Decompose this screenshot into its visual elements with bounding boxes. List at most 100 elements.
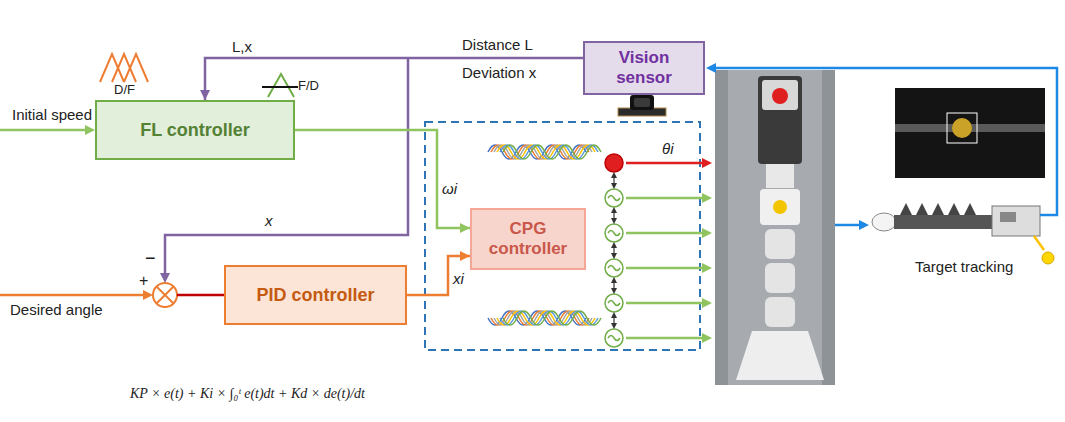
drawing-part <box>715 70 835 385</box>
drawing-part <box>765 263 795 293</box>
connector-line <box>205 58 583 100</box>
node-label: FL controller <box>140 120 250 141</box>
drawing-part <box>872 213 896 231</box>
arrowhead <box>200 90 210 100</box>
drawing-part <box>157 287 174 304</box>
drawing-part <box>702 193 712 203</box>
drawing-part <box>992 206 1040 236</box>
sign-label: − <box>145 248 156 270</box>
drawing-part <box>835 224 862 227</box>
caption-label: Target tracking <box>915 258 1013 276</box>
drawing-part <box>1042 252 1054 264</box>
df-membership-icon <box>100 54 148 82</box>
drawing-part <box>736 331 824 380</box>
drawing-part <box>157 287 174 304</box>
drawing-part <box>608 231 620 236</box>
drawing-part <box>712 68 1057 215</box>
drawing-part <box>895 88 1045 178</box>
drawing-part <box>634 98 650 107</box>
robot-photo <box>715 70 835 385</box>
drawing-part <box>608 336 620 341</box>
drawing-part <box>626 232 704 235</box>
drawing-part <box>268 74 294 97</box>
connector-line <box>407 256 470 295</box>
drawing-part <box>702 263 712 273</box>
drawing-part <box>758 76 802 164</box>
node-label: CPG controller <box>478 219 578 258</box>
drawing-part <box>894 215 994 229</box>
feedback-wire <box>160 58 408 283</box>
drawing-part <box>947 113 977 143</box>
robot-to-fish-wire <box>835 220 869 230</box>
drawing-part <box>613 315 614 326</box>
drawing-part <box>160 273 170 283</box>
sensor-box: Vision sensor <box>583 41 705 94</box>
connector <box>200 58 583 100</box>
arrowhead <box>460 251 470 261</box>
drawing-part <box>613 245 614 256</box>
initial-speed-wire <box>0 125 95 135</box>
drawing-part <box>916 203 928 215</box>
signal-label: x <box>265 212 273 230</box>
drawing-part <box>613 175 614 186</box>
signal-label: Distance L <box>462 36 533 54</box>
cpg-frame <box>425 122 700 350</box>
input-label: Desired angle <box>10 301 103 319</box>
drawing-part <box>605 294 623 312</box>
membership-label: D/F <box>114 82 135 98</box>
node-label: PID controller <box>256 285 374 306</box>
drawing-part <box>766 164 794 188</box>
formula: KP × e(t) + Ki × ∫₀ᵗ e(t)dt + Kd × de(t)… <box>130 386 365 403</box>
drawing-part <box>762 80 798 110</box>
drawing-part <box>772 88 788 104</box>
fd-membership-icon <box>262 74 298 97</box>
controller-box: PID controller <box>224 265 407 325</box>
signal-label: L,x <box>232 38 252 56</box>
drawing-part <box>706 63 716 73</box>
drawing-part <box>153 283 177 307</box>
drawing-part <box>503 311 601 325</box>
connector <box>295 130 470 233</box>
sign-label: + <box>139 271 148 290</box>
drawing-part <box>702 333 712 343</box>
camera-icon <box>618 95 666 116</box>
drawing-part <box>608 266 620 271</box>
drawing-part <box>626 197 704 200</box>
drawing-part <box>765 229 795 259</box>
error-wire <box>177 294 224 297</box>
drawing-part <box>932 203 944 215</box>
drawing-part <box>1000 212 1016 222</box>
arrowhead <box>460 223 470 233</box>
drawing-part <box>143 290 153 300</box>
drawing-part <box>613 210 614 221</box>
signal-label: xi <box>453 270 464 288</box>
drawing-part <box>702 158 712 168</box>
drawing-part <box>626 267 704 270</box>
drawing-part <box>605 329 623 347</box>
drawing-part <box>948 203 960 215</box>
drawing-part <box>100 54 124 82</box>
drawing-part <box>85 125 95 135</box>
drawing-part <box>630 95 654 110</box>
drawing-part <box>605 224 623 242</box>
drawing-part <box>165 58 408 276</box>
drawing-part <box>1034 236 1044 250</box>
drawing-part <box>760 189 800 225</box>
drawing-part <box>859 220 869 230</box>
connector-line <box>295 130 470 228</box>
sine-waves-bottom <box>488 311 601 325</box>
drawing-part <box>262 86 298 88</box>
controller-box: CPG controller <box>470 208 586 270</box>
input-label: Initial speed <box>12 106 92 124</box>
drawing-part <box>702 298 712 308</box>
drawing-part <box>626 302 704 305</box>
summing-junction <box>153 283 177 307</box>
drawing-part <box>626 337 704 340</box>
sine-waves-top <box>488 145 601 159</box>
node-label: Vision sensor <box>591 48 697 87</box>
drawing-part <box>765 297 795 327</box>
camera-view-inset <box>895 88 1045 178</box>
drawing-part <box>773 200 787 214</box>
drawing-part <box>605 189 623 207</box>
signal-label: θi <box>662 140 673 158</box>
